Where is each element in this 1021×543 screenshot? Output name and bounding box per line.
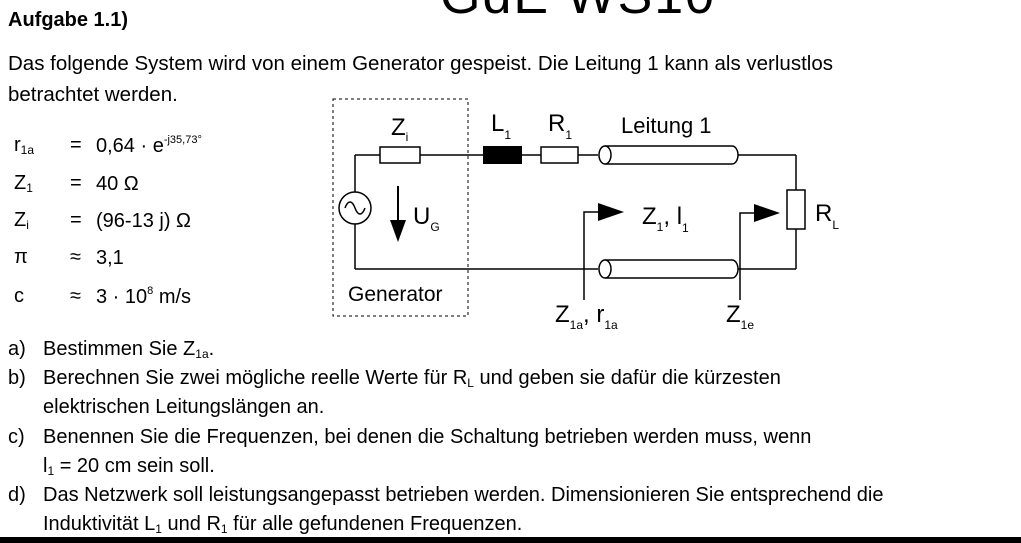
given-symbol: Z1 <box>14 172 33 195</box>
question-text: elektrischen Leitungslängen an. <box>43 396 325 418</box>
given-value: 0,64 · e-j35,73° <box>96 134 202 157</box>
rl-resistor <box>786 189 806 230</box>
transmission-line-bottom <box>605 259 739 279</box>
intro-line-1: Das folgende System wird von einem Gener… <box>8 52 833 75</box>
given-relation: ≈ <box>70 285 81 307</box>
transmission-line-top-end <box>598 145 612 165</box>
l1-inductor <box>483 146 522 164</box>
leitung-label: Leitung 1 <box>621 113 712 138</box>
question-label: a) <box>8 338 26 360</box>
given-value: 3,1 <box>96 247 124 269</box>
sine-wave-icon <box>344 201 366 215</box>
z1e-label: Z1e <box>726 301 754 332</box>
given-relation: = <box>70 172 82 194</box>
z1e-arrow-icon <box>754 204 780 222</box>
question-label: c) <box>8 426 25 448</box>
question-text: Induktivität L1 und R1 für alle gefunden… <box>43 513 523 536</box>
ug-arrow-head <box>390 220 406 242</box>
transmission-line-top <box>605 145 739 165</box>
transmission-line-bottom-end <box>598 259 612 279</box>
task-title: Aufgabe 1.1) <box>8 9 129 31</box>
given-value: 3 · 108 m/s <box>96 285 192 308</box>
question-text: l1 = 20 cm sein soll. <box>43 455 215 478</box>
given-value: 40 Ω <box>96 173 139 195</box>
question-label: d) <box>8 484 26 506</box>
r1-label: R1 <box>548 110 572 142</box>
zi-label: Zi <box>391 114 408 144</box>
given-relation: = <box>70 209 82 231</box>
rl-label: RL <box>815 200 839 232</box>
bottom-rule <box>0 537 1021 543</box>
given-symbol: Zi <box>14 209 29 232</box>
z1a-r1a-label: Z1a, r1a <box>555 301 618 332</box>
generator-box <box>332 98 469 317</box>
r1-resistor <box>540 146 579 164</box>
question-text: Benennen Sie die Frequenzen, bei denen d… <box>43 426 812 448</box>
given-symbol: π <box>14 246 28 268</box>
question-label: b) <box>8 367 26 389</box>
z1e-reference-line <box>739 212 756 300</box>
generator-label: Generator <box>348 283 443 306</box>
z1a-arrow-icon <box>598 203 624 221</box>
z1a-reference-line <box>583 211 600 300</box>
question-text: Bestimmen Sie Z1a. <box>43 338 215 361</box>
given-relation: = <box>70 134 82 156</box>
given-symbol: c <box>14 285 24 307</box>
ug-label: UG <box>413 203 440 234</box>
intro-line-2: betrachtet werden. <box>8 83 178 106</box>
zi-resistor <box>379 146 421 164</box>
question-text: Das Netzwerk soll leistungsangepasst bet… <box>43 484 884 506</box>
given-symbol: r1a <box>14 134 35 157</box>
given-value: (96-13 j) Ω <box>96 210 191 232</box>
question-text: Berechnen Sie zwei mögliche reelle Werte… <box>43 367 781 390</box>
cut-off-page-title: GdE WS10 <box>440 0 716 26</box>
z1-l1-label: Z1, l1 <box>642 203 689 235</box>
given-relation: ≈ <box>70 246 81 268</box>
l1-label: L1 <box>491 110 511 142</box>
